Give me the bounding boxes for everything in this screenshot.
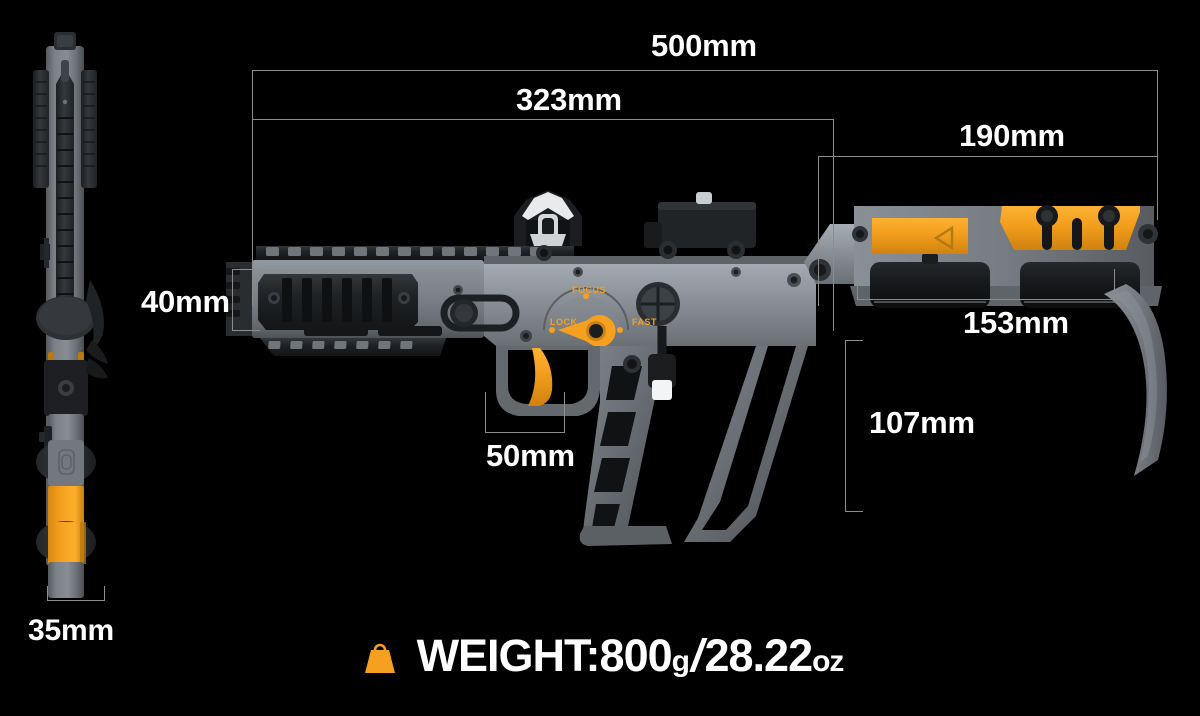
skeleton-grip xyxy=(579,346,672,546)
dim-body-length-tick-right xyxy=(833,119,834,331)
dim-stock-length-line xyxy=(818,156,1158,157)
selector-label-lock: LOCK xyxy=(550,317,578,327)
front-sight xyxy=(514,190,582,261)
mode-selector-dial xyxy=(543,287,629,347)
handguard xyxy=(226,246,574,356)
weight-imperial-unit: oz xyxy=(812,645,844,678)
rear-strut xyxy=(684,346,808,542)
dim-stock-width-line xyxy=(857,299,1115,300)
rear-module xyxy=(644,192,756,259)
dim-body-width-tick-right xyxy=(104,586,105,601)
dim-stock-length-label: 190mm xyxy=(959,118,1065,153)
rear-stock xyxy=(804,205,1167,476)
dim-stock-length-tick-left xyxy=(818,156,819,306)
top-down-view xyxy=(18,22,144,602)
dim-trigger-width-line xyxy=(485,432,565,433)
dim-body-length-line xyxy=(252,119,834,120)
dim-body-length-label: 323mm xyxy=(516,82,622,117)
weight-row: WEIGHT: 800 g / 28.22 oz xyxy=(0,630,1200,682)
weight-metric-value: 800 xyxy=(599,630,673,681)
weight-metric-unit: g xyxy=(671,645,690,678)
dim-overall-length-line xyxy=(252,70,1158,71)
dim-body-width-tick-left xyxy=(47,586,48,601)
weight-separator: / xyxy=(690,630,703,681)
dim-rail-height-tick-bottom xyxy=(232,330,260,331)
selector-label-fast: FAST xyxy=(632,317,658,327)
receiver xyxy=(440,256,820,346)
dim-stock-width-label: 153mm xyxy=(963,305,1069,340)
dim-grip-height-line xyxy=(845,340,846,512)
dim-stock-width-tick-left xyxy=(857,269,858,300)
dim-stock-width-tick-right xyxy=(1114,269,1115,300)
dim-grip-height-tick-bottom xyxy=(845,511,863,512)
weight-prefix: WEIGHT: xyxy=(416,630,601,681)
trigger-group xyxy=(496,346,600,416)
dim-rail-height-tick-top xyxy=(232,269,260,270)
side-view xyxy=(196,150,1196,570)
dim-overall-length-label: 500mm xyxy=(651,28,757,63)
dim-trigger-width-tick-left xyxy=(485,392,486,433)
dim-grip-height-tick-top xyxy=(845,340,863,341)
weight-icon xyxy=(364,643,395,673)
usb-cable xyxy=(648,326,676,400)
dim-overall-length-tick-right xyxy=(1157,70,1158,220)
dim-rail-height-line xyxy=(232,269,233,331)
dim-rail-height-label: 40mm xyxy=(141,284,230,319)
weight-text: WEIGHT: 800 g / 28.22 oz xyxy=(416,630,845,682)
dim-trigger-width-label: 50mm xyxy=(486,438,575,473)
dim-body-width-line xyxy=(47,600,104,601)
weight-imperial-value: 28.22 xyxy=(704,630,813,681)
dim-body-width-label: 35mm xyxy=(28,614,114,647)
dim-body-length-tick-left xyxy=(252,119,253,305)
selector-label-focus: FOCUS xyxy=(572,285,606,295)
dim-trigger-width-tick-right xyxy=(564,392,565,433)
dim-overall-length-tick-left xyxy=(252,70,253,122)
dim-grip-height-label: 107mm xyxy=(869,405,975,440)
